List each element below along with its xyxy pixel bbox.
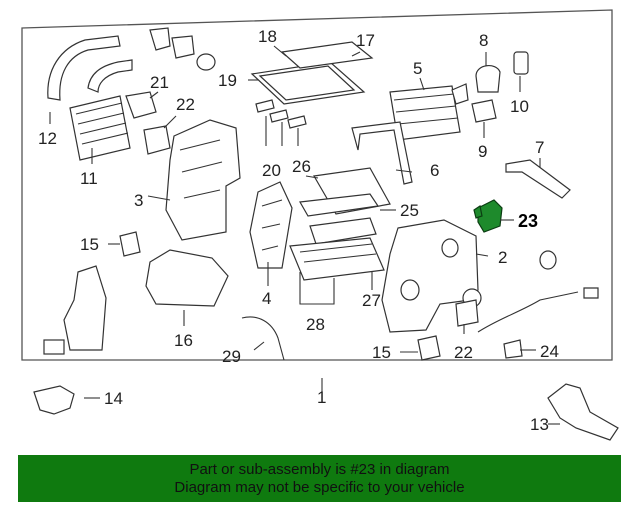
callout-20: 20	[262, 161, 281, 180]
part-22-actuator-left	[143, 125, 171, 155]
part-5-evaporator	[389, 83, 469, 141]
callout-25: 25	[400, 201, 419, 220]
part-13-duct	[547, 383, 619, 441]
callout-12: 12	[38, 129, 57, 148]
part-10-part	[513, 51, 529, 75]
part-15-pad-right	[417, 335, 441, 361]
part-7-bracket	[505, 159, 571, 199]
callout-27: 27	[362, 291, 381, 310]
part-8-part	[475, 65, 501, 93]
callout-17: 17	[356, 31, 375, 50]
part-actuators-top	[149, 27, 216, 71]
callout-22-left: 22	[176, 95, 195, 114]
callout-4: 4	[262, 289, 271, 308]
callout-2: 2	[498, 248, 507, 267]
part-29-hose	[241, 316, 285, 361]
part-9-part	[471, 99, 497, 123]
part-6-seal	[351, 121, 413, 185]
callout-15-right: 15	[372, 343, 391, 362]
part-11-heater-core	[69, 95, 131, 161]
part-12-hose	[47, 35, 133, 101]
part-23-highlighted	[473, 199, 503, 233]
part-22-actuator-right	[455, 299, 479, 327]
part-round-cap	[539, 250, 557, 270]
part-25-door	[299, 193, 380, 245]
callout-29: 29	[222, 347, 241, 366]
callout-15-left: 15	[80, 235, 99, 254]
parts-diagram: 1 2 3 4 5 6 7 8 9 10 11 12 13 14 15 15 1…	[21, 9, 619, 441]
part-21-actuator	[125, 91, 157, 119]
banner-line-2: Diagram may not be specific to your vehi…	[174, 478, 465, 496]
callout-26: 26	[292, 157, 311, 176]
callout-13: 13	[530, 415, 549, 434]
part-17-filter-frame	[280, 41, 374, 69]
callout-18: 18	[258, 27, 277, 46]
part-4-panel	[249, 181, 293, 269]
info-banner: Part or sub-assembly is #23 in diagram D…	[18, 455, 621, 502]
callout-11: 11	[80, 169, 98, 188]
part-3-case	[165, 119, 241, 241]
callout-24: 24	[540, 342, 559, 361]
callout-22-right: 22	[454, 343, 473, 362]
part-24-hose	[477, 287, 599, 359]
callout-23: 23	[518, 211, 538, 231]
part-20-clips	[255, 99, 307, 129]
part-duct-lower-left	[43, 265, 107, 355]
part-28-door	[289, 237, 385, 281]
part-19-filter	[250, 61, 366, 105]
callout-28: 28	[306, 315, 325, 334]
banner-line-1: Part or sub-assembly is #23 in diagram	[189, 460, 450, 478]
callout-8: 8	[479, 31, 488, 50]
leader-lines	[49, 45, 560, 425]
callout-10: 10	[510, 97, 529, 116]
callout-14: 14	[104, 389, 123, 408]
callout-21: 21	[150, 73, 169, 92]
part-16-blower-case	[145, 249, 229, 307]
callout-6: 6	[430, 161, 439, 180]
callout-16: 16	[174, 331, 193, 350]
callout-9: 9	[478, 142, 487, 161]
callout-labels: 1 2 3 4 5 6 7 8 9 10 11 12 13 14 15 15 1…	[38, 27, 559, 434]
callout-19: 19	[218, 71, 237, 90]
callout-3: 3	[134, 191, 143, 210]
callout-5: 5	[413, 59, 422, 78]
part-15-pad-left	[119, 231, 141, 257]
callout-1: 1	[317, 388, 326, 407]
part-14-duct	[33, 385, 75, 415]
callout-7: 7	[535, 138, 544, 157]
